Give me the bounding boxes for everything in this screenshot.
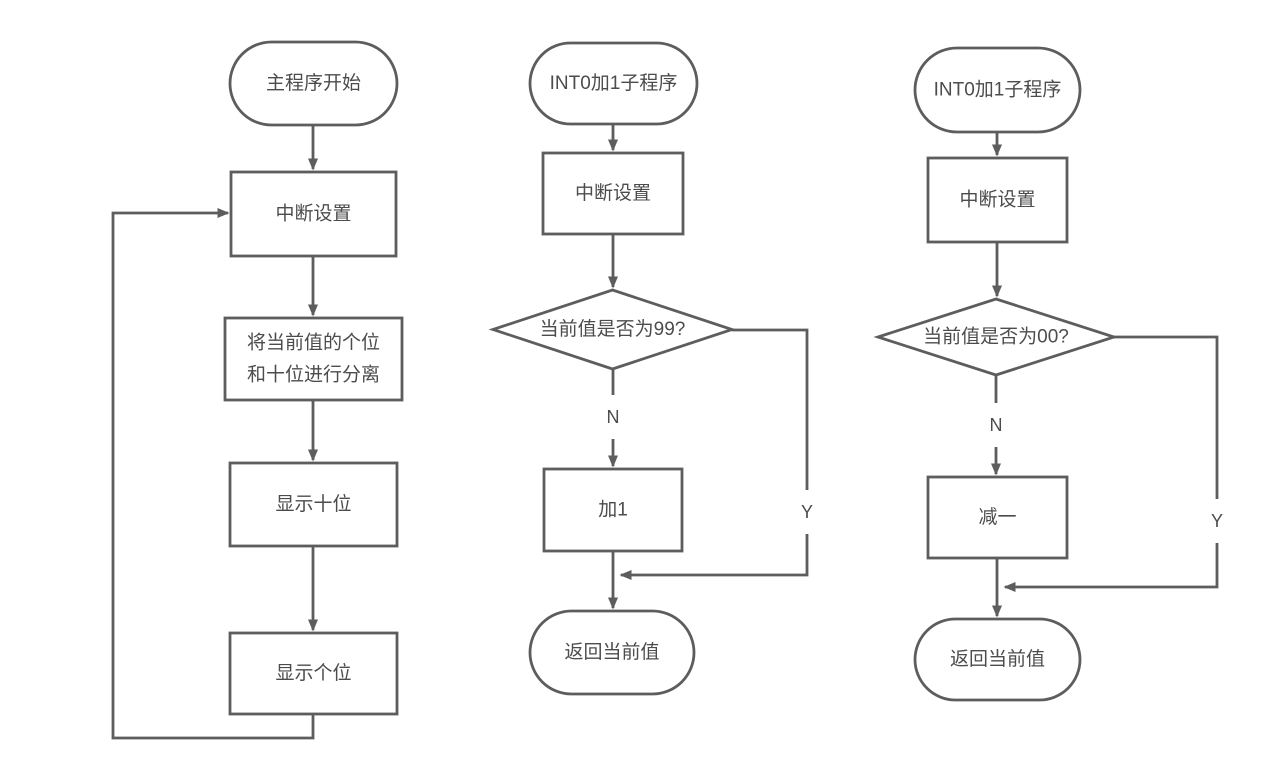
branch-label: Y	[1211, 511, 1223, 531]
node-int0-inc-interrupt-setup-outline	[541, 151, 685, 236]
branch-label-bg	[792, 490, 822, 534]
branch-label: Y	[801, 502, 813, 522]
node-main-interrupt-setup-label: 中断设置	[275, 203, 351, 225]
branch-label-bg	[1202, 499, 1232, 543]
node-main-start-label: 主程序开始	[266, 72, 361, 94]
node-main-split-digits-label: 和十位进行分离	[247, 364, 380, 386]
node-main-split-digits-label: 将当前值的个位	[247, 332, 380, 354]
edge-dec-decision-yes: Y	[1003, 335, 1232, 592]
node-main-show-ones-outline	[228, 631, 399, 716]
edge-main-loop-back	[111, 208, 315, 740]
node-increment-label: 加1	[598, 499, 628, 521]
node-int0-dec-decision: 当前值是否为00?	[873, 297, 1119, 377]
node-int0-dec-start-outline	[913, 46, 1082, 134]
node-int0-dec-interrupt-setup-outline	[926, 156, 1069, 244]
node-int0-dec-decision-outline	[873, 297, 1119, 377]
node-int0-dec-interrupt-setup: 中断设置	[926, 156, 1069, 244]
node-main-split-digits-outline	[223, 316, 404, 402]
node-main-start-outline	[228, 40, 399, 127]
node-int0-dec-start: INT0加1子程序	[913, 46, 1082, 134]
node-int0-dec-return: 返回当前值	[913, 617, 1082, 702]
node-int0-dec-interrupt-setup-label: 中断设置	[959, 189, 1035, 211]
node-int0-inc-decision-outline	[488, 288, 737, 371]
edge-main-loop-back-line	[111, 208, 315, 740]
node-main-interrupt-setup: 中断设置	[229, 170, 398, 258]
node-int0-dec-start-label: INT0加1子程序	[934, 79, 1062, 101]
node-int0-inc-return-label: 返回当前值	[564, 641, 659, 663]
node-int0-inc-start-label: INT0加1子程序	[550, 72, 678, 94]
node-decrement-outline	[926, 475, 1069, 560]
node-int0-inc-start: INT0加1子程序	[528, 41, 699, 126]
node-main-show-tens: 显示十位	[228, 461, 399, 548]
node-int0-inc-return: 返回当前值	[528, 609, 696, 696]
branch-label: N	[990, 415, 1003, 435]
node-decrement-label: 减一	[978, 506, 1016, 528]
node-int0-dec-decision-label: 当前值是否为00?	[923, 326, 1069, 348]
node-increment: 加1	[542, 467, 684, 553]
node-main-show-tens-label: 显示十位	[275, 493, 351, 515]
edge-inc-decision-to-increment-n: N	[598, 369, 628, 468]
node-main-show-ones: 显示个位	[228, 631, 399, 716]
node-main-show-ones-label: 显示个位	[275, 662, 351, 684]
node-main-show-tens-outline	[228, 461, 399, 548]
node-int0-inc-interrupt-setup: 中断设置	[541, 151, 685, 236]
node-increment-outline	[542, 467, 684, 553]
edge-dec-decision-to-decrement-n: N	[981, 375, 1011, 476]
node-int0-inc-start-outline	[528, 41, 699, 126]
node-int0-inc-return-outline	[528, 609, 696, 696]
node-main-interrupt-setup-outline	[229, 170, 398, 258]
node-int0-dec-return-outline	[913, 617, 1082, 702]
branch-label-bg	[598, 395, 628, 439]
node-int0-inc-decision: 当前值是否为99?	[488, 288, 737, 371]
edge-dec-decision-yes-line	[1003, 335, 1219, 592]
node-main-start: 主程序开始	[228, 40, 399, 127]
node-decrement: 减一	[926, 475, 1069, 560]
node-int0-dec-return-label: 返回当前值	[950, 648, 1045, 670]
edge-inc-decision-yes: Y	[619, 328, 822, 580]
branch-label-bg	[981, 403, 1011, 447]
branch-label: N	[607, 407, 620, 427]
node-int0-inc-interrupt-setup-label: 中断设置	[575, 182, 651, 204]
edge-inc-decision-yes-line	[619, 328, 809, 580]
node-int0-inc-decision-label: 当前值是否为99?	[540, 318, 686, 340]
